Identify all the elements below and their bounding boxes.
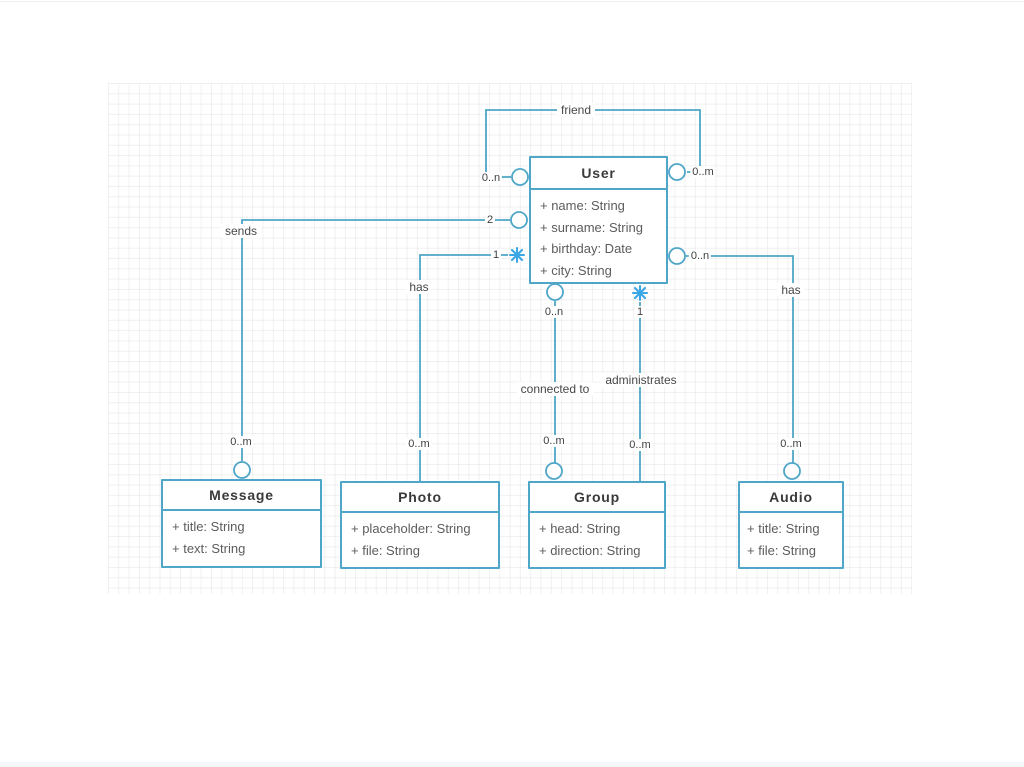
class-photo-attributes: + placeholder: String + file: String (342, 513, 498, 567)
mult-connected-group: 0..m (541, 435, 567, 447)
class-audio-attributes: + title: String + file: String (740, 513, 842, 567)
mult-has-photo-photo: 0..m (406, 438, 432, 450)
mult-has-photo-user: 1 (490, 249, 502, 261)
class-user-attr-birthday: + birthday: Date (540, 241, 633, 256)
class-message-attributes: + title: String + text: String (163, 511, 320, 566)
class-node-user[interactable]: User + name: String + surname: String + … (529, 156, 668, 284)
class-message-title: Message (163, 481, 320, 511)
relation-label-friend: friend (556, 103, 596, 117)
relation-label-has-photo: has (405, 280, 433, 294)
mult-sends-user: 2 (484, 214, 496, 226)
class-node-message[interactable]: Message + title: String + text: String (161, 479, 322, 568)
administrates-asterisk-icon (631, 284, 649, 302)
class-user-attr-surname: + surname: String (540, 219, 643, 235)
has-audio-connector-line (686, 255, 794, 463)
friend-left-circle-adornment (511, 168, 529, 186)
sends-connector-line (241, 219, 510, 461)
class-user-attributes: + name: String + surname: String + birth… (531, 190, 666, 282)
class-user-title: User (531, 158, 666, 190)
class-photo-title: Photo (342, 483, 498, 513)
has-photo-connector-line (419, 254, 508, 481)
class-group-attr-direction: + direction: String (539, 542, 641, 558)
has-photo-asterisk-icon (508, 246, 526, 264)
sends-user-circle-adornment (510, 211, 528, 229)
friend-right-circle-adornment (668, 163, 686, 181)
mult-friend-right: 0..m (690, 166, 716, 178)
audio-top-circle-adornment (783, 462, 801, 480)
relation-label-connected-to: connected to (516, 382, 594, 396)
class-node-group[interactable]: Group + head: String + direction: String (528, 481, 666, 569)
class-photo-attr-placeholder: + placeholder: String (351, 521, 471, 536)
class-node-photo[interactable]: Photo + placeholder: String + file: Stri… (340, 481, 500, 569)
mult-administrates-group: 0..m (627, 439, 653, 451)
class-group-attributes: + head: String + direction: String (530, 513, 664, 567)
class-user-attr-city: + city: String (540, 262, 612, 278)
mult-sends-message: 0..m (228, 436, 254, 448)
class-group-attr-head: + head: String (539, 521, 621, 536)
relation-label-administrates: administrates (601, 373, 681, 387)
slide-top-edge (0, 1, 1024, 2)
class-audio-title: Audio (740, 483, 842, 513)
mult-friend-left: 0..n (479, 172, 503, 184)
connected-user-circle-adornment (546, 283, 564, 301)
class-audio-attr-title: + title: String (747, 521, 820, 536)
connected-group-circle-adornment (545, 462, 563, 480)
relation-label-sends: sends (220, 224, 262, 238)
relation-label-has-audio: has (777, 283, 805, 297)
class-node-audio[interactable]: Audio + title: String + file: String (738, 481, 844, 569)
mult-has-audio-user: 0..n (688, 250, 712, 262)
class-message-attr-title: + title: String (172, 519, 245, 534)
class-group-title: Group (530, 483, 664, 513)
mult-connected-user: 0..n (542, 306, 566, 318)
mult-administrates-user: 1 (634, 306, 646, 318)
sends-message-circle-adornment (233, 461, 251, 479)
mult-has-audio-audio: 0..m (778, 438, 804, 450)
slide-bottom-edge (0, 762, 1024, 767)
class-message-attr-text: + text: String (172, 540, 246, 556)
class-audio-attr-file: + file: String (747, 542, 817, 558)
class-user-attr-name: + name: String (540, 198, 625, 213)
class-photo-attr-file: + file: String (351, 542, 421, 558)
audio-user-circle-adornment (668, 247, 686, 265)
